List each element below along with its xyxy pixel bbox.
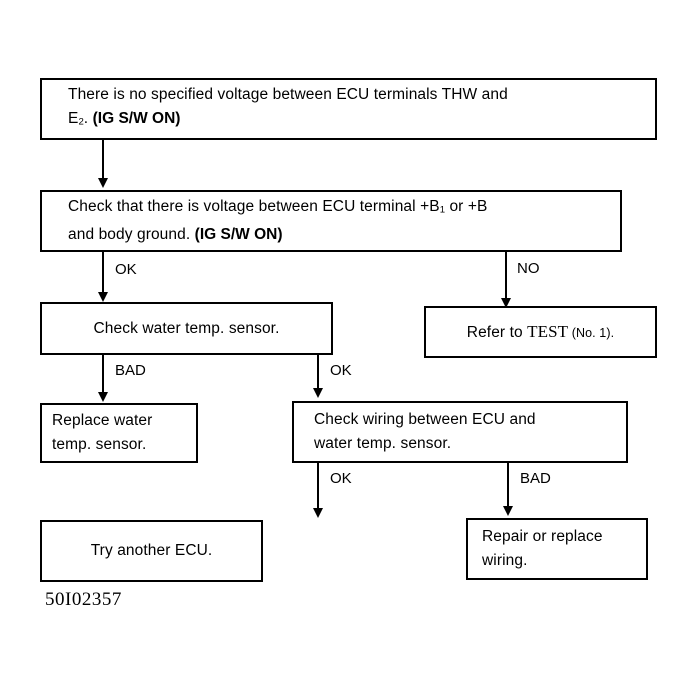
connector-box3-bad	[102, 355, 104, 395]
box1-line2-subscript: 2	[78, 116, 84, 128]
box1-line2-tail: .	[83, 110, 93, 128]
connector-box6-bad	[507, 463, 509, 509]
box8-line2: wiring.	[482, 552, 528, 569]
arrowhead-box3-ok	[313, 388, 323, 398]
flow-box-check-water-temp-sensor: Check water temp. sensor.	[40, 302, 333, 355]
flow-box-check-voltage-b1: Check that there is voltage between ECU …	[40, 190, 622, 252]
flow-box-no-voltage-thw: There is no specified voltage between EC…	[40, 78, 657, 140]
box6-line1: Check wiring between ECU and	[314, 411, 536, 428]
flow-box-check-wiring: Check wiring between ECU and water temp.…	[292, 401, 628, 463]
flow-box-repair-or-replace-wiring: Repair or replace wiring.	[466, 518, 648, 580]
box5-line2: temp. sensor.	[52, 436, 147, 453]
edge-label-ok-from-voltage-check: OK	[115, 261, 137, 278]
box4-line1: Refer to TEST (No. 1).	[426, 320, 655, 345]
box2-line2-bold: (IG S/W ON)	[194, 225, 283, 243]
box4-refer-text: Refer to	[466, 323, 528, 341]
flow-box-try-another-ecu: Try another ECU.	[40, 520, 263, 582]
connector-box2-ok	[102, 252, 104, 294]
box6-line2: water temp. sensor.	[314, 435, 452, 452]
arrowhead-box1-to-box2	[98, 178, 108, 188]
box4-test-word: TEST	[527, 321, 569, 341]
connector-box6-ok	[317, 463, 319, 511]
arrowhead-box2-no	[501, 298, 511, 308]
figure-id-caption: 50I02357	[45, 589, 122, 610]
box5-line1: Replace water	[52, 412, 153, 429]
box2-line2-plain: and body ground.	[68, 225, 195, 243]
flow-box-replace-water-temp-sensor: Replace water temp. sensor.	[40, 403, 198, 463]
edge-label-bad-from-wiring-check: BAD	[520, 470, 551, 487]
arrowhead-box6-bad	[503, 506, 513, 516]
box2-line1-a: Check that there is voltage between ECU …	[68, 198, 440, 216]
edge-label-ok-from-wiring-check: OK	[330, 470, 352, 487]
box4-test-number: (No. 1).	[568, 325, 615, 340]
edge-label-no-from-voltage-check: NO	[517, 260, 540, 277]
box3-line1: Check water temp. sensor.	[93, 319, 280, 337]
connector-box3-ok	[317, 355, 319, 391]
box8-line1: Repair or replace	[482, 528, 603, 545]
edge-label-ok-from-sensor-check: OK	[330, 362, 352, 379]
box2-line1-b: or +B	[445, 198, 488, 216]
connector-box1-to-box2	[102, 140, 104, 180]
box2-line1-subscript: 1	[439, 204, 446, 216]
box1-line2-e: E	[68, 110, 79, 128]
box7-line1: Try another ECU.	[90, 542, 213, 559]
flow-box-refer-to-test: Refer to TEST (No. 1).	[424, 306, 657, 358]
box2-line1: Check that there is voltage between ECU …	[42, 195, 620, 223]
box1-line2-bold: (IG S/W ON)	[92, 110, 181, 128]
arrowhead-box6-ok	[313, 508, 323, 518]
box1-line1: There is no specified voltage between EC…	[68, 86, 508, 104]
box1-line2: E2. (IG S/W ON)	[42, 107, 655, 135]
arrowhead-box2-ok	[98, 292, 108, 302]
box2-line2: and body ground. (IG S/W ON)	[42, 223, 620, 247]
connector-box2-no	[505, 252, 507, 302]
arrowhead-box3-bad	[98, 392, 108, 402]
edge-label-bad-from-sensor-check: BAD	[115, 362, 146, 379]
